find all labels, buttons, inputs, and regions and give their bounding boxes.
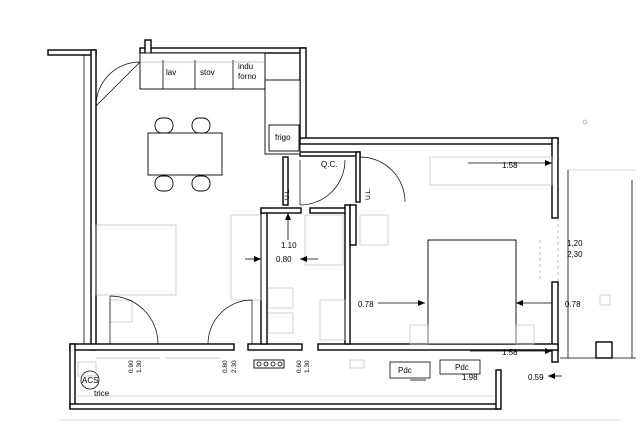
label-ul-left: U.L.	[284, 188, 291, 200]
shower	[319, 299, 346, 341]
dim-1-58-bottom: 1.58	[502, 348, 518, 357]
dim-0-60: 0.60	[296, 360, 303, 373]
label-pdc-left: Pdc	[398, 366, 412, 375]
water-heater	[80, 370, 100, 390]
wall-left-outer	[90, 49, 97, 351]
kitchen-counter-top	[139, 52, 266, 90]
dim-0-80-mid: 0.80	[276, 255, 292, 264]
fridge	[268, 124, 300, 152]
washbasin	[267, 287, 294, 309]
sofa	[230, 214, 262, 301]
label-indu: indu	[238, 62, 253, 71]
label-stov: stov	[200, 68, 215, 77]
dim-1-20: 1,20	[567, 239, 583, 248]
double-bed	[427, 239, 517, 345]
kitchen-counter	[139, 52, 301, 155]
dim-1-30-a: 1.30	[136, 360, 143, 373]
dim-2-30: 2.30	[231, 360, 238, 373]
wall-bedroom-right-lower	[551, 281, 559, 363]
label-acs-trice: trice	[94, 389, 110, 398]
wall-balcony-bottom	[69, 403, 501, 410]
wall-bottom-left	[69, 343, 235, 351]
walls	[47, 39, 636, 410]
dim-0-59: 0.59	[528, 373, 544, 382]
doors	[95, 61, 406, 345]
toilet	[267, 312, 294, 334]
wall-bath-divider	[282, 156, 289, 206]
dining-table	[147, 132, 223, 176]
chair	[154, 117, 174, 134]
chair	[191, 175, 211, 192]
dim-0-78-right: 0.78	[565, 300, 581, 309]
label-pdc-right: Pdc	[455, 363, 469, 372]
dim-0-80: 0.80	[222, 360, 229, 373]
wall-top-left-stub	[47, 49, 97, 56]
dim-1-58-top: 1.58	[502, 161, 518, 170]
label-qc: Q.C.	[321, 160, 337, 169]
wall-bedroom-right-upper	[551, 137, 559, 219]
dim-0-78-left: 0.78	[358, 300, 374, 309]
label-frigo: frigo	[275, 133, 291, 142]
label-acs: ACS	[82, 376, 98, 385]
pdc-unit-right	[439, 359, 481, 375]
dim-0-90: 0.90	[128, 360, 135, 373]
wall-bottom-right	[317, 343, 559, 351]
wall-bath-right	[344, 204, 351, 345]
dim-1-98: 1.98	[462, 373, 478, 382]
wall-bottom-mid	[247, 343, 303, 351]
label-ul-right: U.L.	[365, 188, 372, 200]
dining-set	[147, 117, 223, 192]
radiator-coil	[253, 359, 285, 369]
chair	[191, 117, 211, 134]
wall-bath-left	[260, 209, 268, 345]
label-lav: lav	[166, 68, 176, 77]
wall-upper-step	[299, 137, 559, 145]
chair	[154, 175, 174, 192]
pdc-unit-left	[389, 361, 431, 379]
dim-1-10: 1.10	[281, 241, 297, 250]
dim-1-30-b: 1.30	[304, 360, 311, 373]
label-forno: forno	[238, 72, 257, 81]
dimension-lines	[245, 160, 562, 381]
wall-balcony-left	[69, 343, 76, 409]
wall-kitchen-right	[299, 47, 307, 144]
wardrobe	[429, 156, 553, 186]
wall-top-living	[139, 47, 306, 54]
dim-2-30-right: 2,30	[567, 250, 583, 259]
